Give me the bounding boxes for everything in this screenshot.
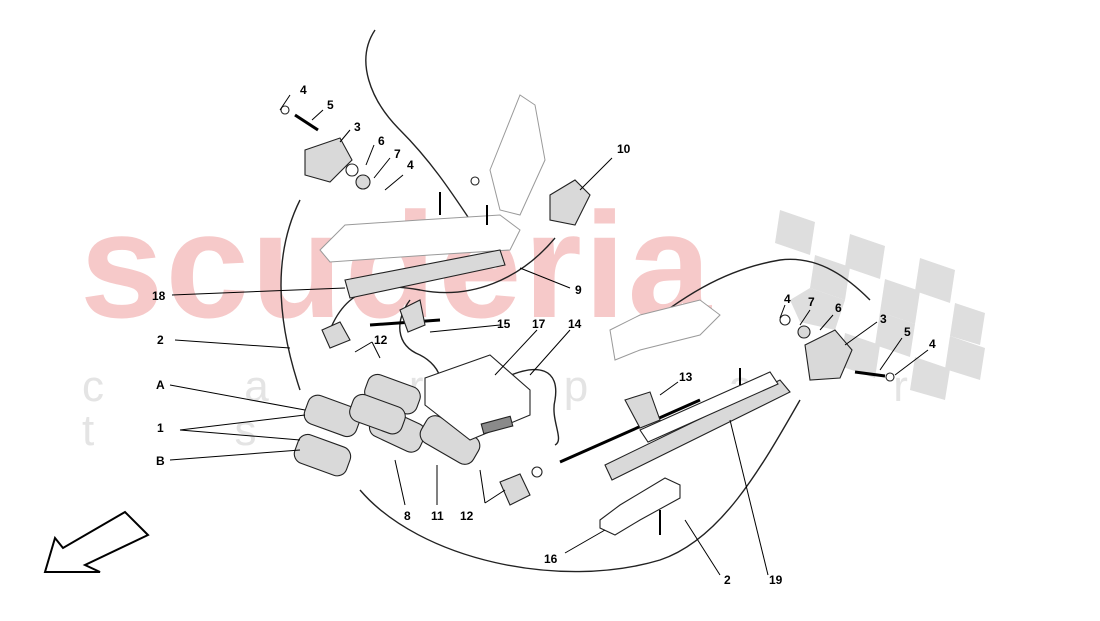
motor-B (293, 433, 352, 477)
switch-12-lower (499, 473, 531, 506)
callout-16: 16 (544, 552, 558, 566)
callout-13: 13 (679, 370, 693, 384)
callout-4: 4 (300, 83, 307, 97)
callout-3: 3 (880, 312, 887, 326)
switch-12-upper (321, 321, 351, 349)
callout-15: 15 (497, 317, 511, 331)
rail-19-inner (639, 371, 779, 443)
callout-14: 14 (568, 317, 582, 331)
callout-11: 11 (431, 509, 444, 523)
callout-2: 2 (724, 573, 731, 587)
callout-12: 12 (460, 509, 474, 523)
leader-lines (169, 94, 929, 576)
callout-1: 1 (157, 421, 164, 435)
connector-15 (399, 299, 426, 333)
callout-6: 6 (835, 301, 842, 315)
callout-18: 18 (152, 289, 166, 303)
seat-frame-right (609, 299, 721, 361)
seat-back-bracket (489, 94, 546, 216)
callout-7: 7 (394, 147, 401, 161)
rail-18 (344, 249, 506, 299)
callout-19: 19 (769, 573, 783, 587)
arrow-down-left-icon (43, 510, 150, 573)
watermark-brand: scuderia (80, 181, 713, 349)
cable-right-loop (639, 258, 871, 331)
cable-2-lower (359, 399, 801, 573)
callout-7: 7 (808, 295, 815, 309)
callout-6: 6 (378, 134, 385, 148)
callout-4: 4 (407, 158, 414, 172)
harness-top (365, 29, 471, 221)
callout-12: 12 (374, 333, 388, 347)
callout-B: B (156, 454, 165, 468)
callout-9: 9 (575, 283, 582, 297)
checkered-flag-icon (775, 210, 985, 400)
motor-A (303, 394, 362, 438)
callout-4: 4 (784, 292, 791, 306)
harness-14 (499, 369, 560, 446)
motor-upper-pair (349, 373, 421, 435)
callout-5: 5 (327, 98, 334, 112)
gearbox-10 (549, 179, 591, 226)
callout-4: 4 (929, 337, 936, 351)
callout-17: 17 (532, 317, 546, 331)
callout-5: 5 (904, 325, 911, 339)
part-13 (624, 391, 661, 429)
callout-A: A (156, 378, 165, 392)
bracket-16 (599, 477, 681, 536)
callout-2: 2 (157, 333, 164, 347)
harness-15 (399, 299, 441, 381)
gearbox-3-left (304, 137, 353, 183)
seat-frame-left (319, 214, 521, 263)
cable-2-left (280, 199, 301, 391)
callout-10: 10 (617, 142, 631, 156)
callout-8: 8 (404, 509, 411, 523)
callout-3: 3 (354, 120, 361, 134)
gearbox-3-right (804, 329, 853, 381)
